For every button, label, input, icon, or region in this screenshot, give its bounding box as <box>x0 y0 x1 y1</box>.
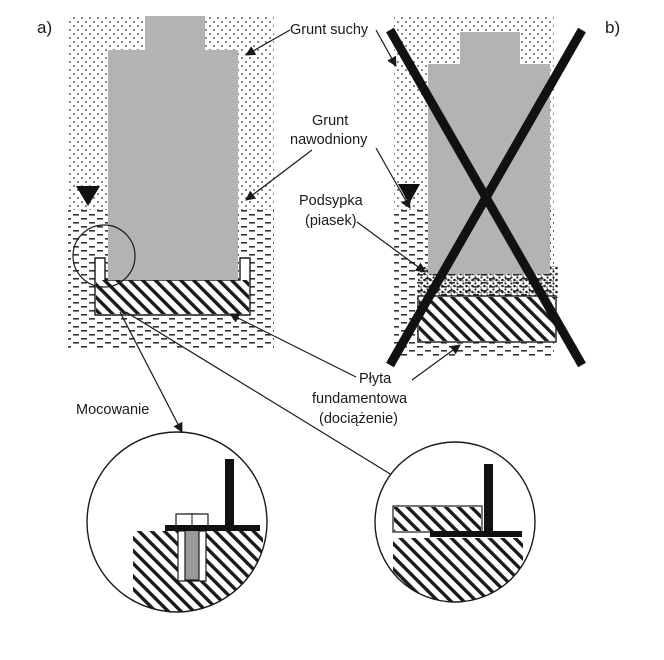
panel-a-scene <box>68 16 274 350</box>
foundation-slab-b <box>419 297 555 341</box>
panel-b-scene <box>386 16 586 368</box>
panel-label-a: a) <box>37 18 52 37</box>
label-slab-2: fundamentowa <box>312 391 408 407</box>
foundation-slab-a <box>96 280 249 314</box>
leader-wet-soil-b <box>375 147 411 209</box>
leader-wet-soil-a <box>245 149 313 201</box>
label-slab-1: Płyta <box>359 371 392 387</box>
leader-slab-b <box>411 344 461 381</box>
leader-dry-soil-b <box>375 29 397 67</box>
leader-lines <box>119 29 461 481</box>
label-wet-soil-1: Grunt <box>312 113 348 129</box>
mounting-bracket-upright <box>225 459 234 531</box>
water-level-marker-b <box>398 184 420 204</box>
tank-neck-a <box>145 16 205 54</box>
label-slab-3: (dociążenie) <box>319 411 398 427</box>
label-bedding-1: Podsypka <box>299 193 364 209</box>
panel-label-b: b) <box>605 18 620 37</box>
label-mounting: Mocowanie <box>76 402 149 418</box>
tank-body-a <box>108 50 238 280</box>
resting-slab-hatch <box>393 538 523 602</box>
detail-slab-resting <box>374 441 536 603</box>
detail-circle <box>72 224 136 288</box>
leader-mounting-left <box>119 311 183 433</box>
mounting-bracket-base <box>165 525 260 531</box>
tank-body-b <box>428 64 550 274</box>
label-wet-soil-2: nawodniony <box>290 132 368 148</box>
leader-mounting-right <box>125 311 401 481</box>
label-dry-soil: Grunt suchy <box>290 22 369 38</box>
leader-bedding-b <box>356 221 426 273</box>
detail-bolted-mounting <box>86 431 268 613</box>
leader-dry-soil-a <box>245 29 291 56</box>
leader-slab-a <box>229 313 357 378</box>
tank-neck-b <box>460 32 520 68</box>
resting-bracket-upright <box>484 464 493 537</box>
resting-bracket-base <box>430 531 522 537</box>
cross-stroke-2 <box>386 27 586 368</box>
water-level-marker-a <box>76 186 100 206</box>
counterweight-block <box>394 507 481 531</box>
label-bedding-2: (piasek) <box>305 213 357 229</box>
